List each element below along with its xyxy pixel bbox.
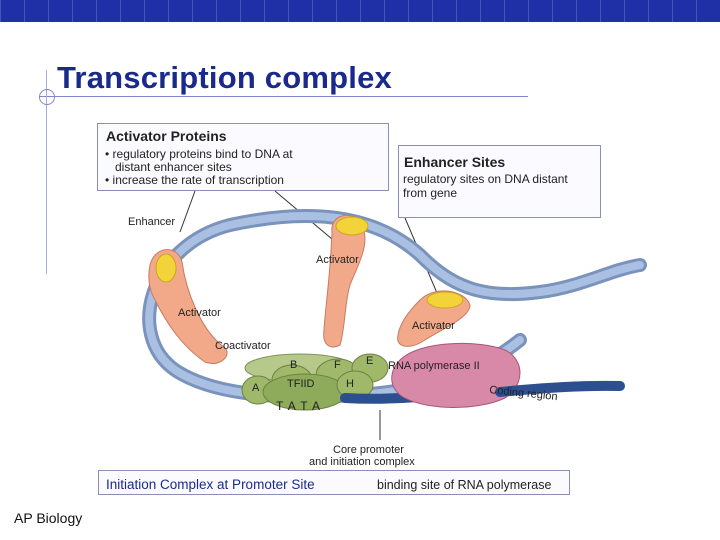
label-tata: T A T A: [276, 399, 322, 413]
label-factor-a: A: [252, 382, 260, 394]
activator-proteins-heading: Activator Proteins: [106, 128, 227, 144]
vertical-rule: [46, 70, 47, 274]
slide-top-bar: [0, 0, 720, 22]
rna-polymerase-shape: [391, 343, 521, 408]
activator-bullet-1-line-2: distant enhancer sites: [115, 160, 232, 174]
label-activator-top: Activator: [316, 254, 359, 266]
activator-bullet-1-line-1: • regulatory proteins bind to DNA at: [105, 147, 293, 161]
label-activator-left: Activator: [178, 307, 221, 319]
enhancer-site-top: [335, 216, 369, 236]
footer-ap-biology: AP Biology: [14, 510, 83, 526]
crosshair-icon: [39, 89, 55, 105]
label-factor-e: E: [366, 355, 374, 367]
enhancer-sites-description: regulatory sites on DNA distant from gen…: [403, 172, 568, 200]
label-tfiid: TFIID: [287, 378, 315, 390]
label-factor-f: F: [334, 359, 341, 371]
activator-top-shape: [323, 214, 366, 348]
label-enhancer: Enhancer: [128, 216, 176, 228]
activator-bullet-2: • increase the rate of transcription: [105, 173, 284, 187]
slide-title: Transcription complex: [57, 60, 392, 95]
initiation-complex-note: binding site of RNA polymerase: [377, 478, 552, 492]
activator-proteins-box: Activator Proteins • regulatory proteins…: [97, 123, 389, 191]
label-factor-b: B: [290, 359, 298, 371]
label-rna-polymerase: RNA polymerase II: [388, 360, 480, 372]
enhancer-sites-heading: Enhancer Sites: [404, 154, 506, 170]
enhancer-site-left: [155, 253, 177, 283]
title-underline: [40, 96, 528, 97]
initiation-complex-heading: Initiation Complex at Promoter Site: [106, 477, 315, 492]
enhancer-site-right: [426, 291, 464, 309]
enhancer-sites-box: Enhancer Sites regulatory sites on DNA d…: [398, 145, 601, 218]
label-core-promoter-line-2: and initiation complex: [309, 456, 415, 468]
label-coactivator: Coactivator: [215, 340, 271, 352]
label-core-promoter-line-1: Core promoter: [333, 444, 404, 456]
coding-region-strand: [495, 380, 625, 397]
label-activator-right: Activator: [412, 320, 455, 332]
label-factor-h: H: [346, 378, 354, 390]
initiation-complex-box: Initiation Complex at Promoter Site bind…: [98, 470, 570, 495]
